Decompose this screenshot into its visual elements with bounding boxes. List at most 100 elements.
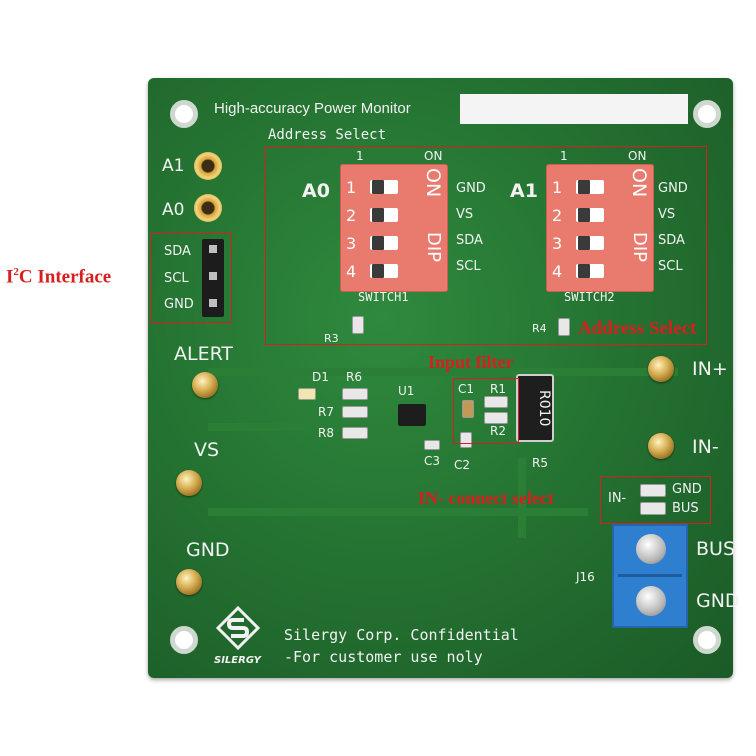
pad-label-a0: A0 [162, 200, 185, 220]
jumper-bus-pad[interactable] [640, 502, 666, 515]
footer-line2: -For customer use noly [284, 648, 483, 666]
pad-label-a1: A1 [162, 156, 185, 176]
capacitor-c1 [462, 400, 474, 418]
dip2-num-2: 2 [552, 206, 563, 225]
dip2-num-1: 1 [552, 178, 563, 197]
test-point-in-minus[interactable] [648, 433, 674, 459]
dip2-toggle-3[interactable] [576, 236, 604, 250]
terminal-divider [618, 574, 682, 577]
screw-icon[interactable] [636, 534, 666, 564]
dip-switch-2[interactable]: 1 2 3 4 ON DIP [546, 164, 654, 292]
resistor-r1 [484, 396, 508, 408]
dip1-pin-vs: VS [456, 207, 474, 222]
r5-marking: R010 [536, 390, 552, 427]
dip2-toggle-4[interactable] [576, 264, 604, 278]
dip-knob [578, 236, 590, 250]
pcb-board: High-accuracy Power Monitor Address Sele… [148, 78, 740, 678]
alert-label: ALERT [174, 343, 234, 365]
annotation-in-connect-select: IN- connect select [418, 488, 554, 508]
pad-a0[interactable] [194, 194, 222, 222]
i2c-prefix: I [6, 266, 14, 288]
dip1-num-3: 3 [346, 234, 357, 253]
dip2-toggle-2[interactable] [576, 208, 604, 222]
in-plus-label: IN+ [692, 358, 728, 380]
label-c2: C2 [454, 458, 471, 472]
annotation-box-input-filter [453, 378, 519, 444]
test-point-in-plus[interactable] [648, 356, 674, 382]
label-r2: R2 [490, 424, 506, 438]
dip1-top-on: ON [424, 149, 443, 163]
label-c3: C3 [424, 454, 441, 468]
annotation-box-i2c [150, 233, 232, 323]
footer-line1: Silergy Corp. Confidential [284, 626, 519, 644]
pad-a1[interactable] [194, 152, 222, 180]
label-r8: R8 [318, 426, 334, 440]
pin-header[interactable] [202, 239, 224, 317]
logo-text: SILERGY [214, 655, 261, 666]
test-point-alert[interactable] [192, 372, 218, 398]
label-d1: D1 [312, 370, 329, 384]
silergy-logo [215, 605, 261, 651]
dip-knob [372, 264, 384, 278]
dip2-pin-vs: VS [658, 207, 676, 222]
terminal-block-j16[interactable] [612, 524, 688, 628]
dip2-top-on: ON [628, 149, 647, 163]
vs-label: VS [194, 439, 220, 461]
header-pin [209, 299, 217, 307]
dip1-toggle-1[interactable] [370, 180, 398, 194]
terminal-bus-label: BUS [696, 538, 736, 560]
dip-knob [578, 208, 590, 222]
dip1-top-1: 1 [356, 149, 364, 163]
jumper-gnd-pad[interactable] [640, 484, 666, 497]
shunt-resistor-r5: R010 [516, 374, 554, 442]
dip2-pin-sda: SDA [658, 233, 685, 248]
header-label-scl: SCL [164, 271, 189, 286]
dip1-toggle-3[interactable] [370, 236, 398, 250]
trace [208, 508, 588, 516]
test-point-vs[interactable] [176, 470, 202, 496]
screw-icon[interactable] [636, 586, 666, 616]
resistor-r2 [484, 412, 508, 424]
resistor-r6 [342, 388, 368, 400]
mounting-hole-top-right [693, 100, 721, 128]
dip2-num-3: 3 [552, 234, 563, 253]
capacitor-c3 [424, 440, 440, 450]
mounting-hole-top-left [170, 100, 198, 128]
label-r3: R3 [324, 332, 339, 345]
dip-knob [372, 180, 384, 194]
label-r5: R5 [532, 456, 548, 470]
dip1-pin-scl: SCL [456, 259, 481, 274]
dip2-num-4: 4 [552, 262, 563, 281]
dip2-top-1: 1 [560, 149, 568, 163]
dip-switch-1[interactable]: 1 2 3 4 ON DIP [340, 164, 448, 292]
resistor-r3 [352, 316, 364, 334]
dip-knob [578, 264, 590, 278]
i2c-sup: 2 [13, 266, 19, 278]
resistor-r8 [342, 427, 368, 439]
dip1-toggle-2[interactable] [370, 208, 398, 222]
jumper-gnd-label: GND [672, 482, 702, 497]
gnd-label: GND [186, 539, 230, 561]
switch2-label: SWITCH2 [564, 290, 615, 304]
dip1-num-1: 1 [346, 178, 357, 197]
mounting-hole-bottom-right [693, 626, 721, 654]
dip1-toggle-4[interactable] [370, 264, 398, 278]
dip2-toggle-1[interactable] [576, 180, 604, 194]
label-r4: R4 [532, 322, 547, 335]
dip1-pin-gnd: GND [456, 181, 486, 196]
in-minus-label: IN- [692, 436, 719, 458]
annotation-box-address-select [265, 146, 707, 345]
dip2-pin-gnd: GND [658, 181, 688, 196]
annotation-input-filter: Input filter [428, 352, 514, 372]
capacitor-c2 [460, 432, 472, 448]
jumper-in-label: IN- [608, 491, 627, 506]
trace [208, 368, 678, 376]
terminal-gnd-label: GND [696, 590, 740, 612]
header-pin [209, 245, 217, 253]
annotation-address-select: Address Select [578, 318, 697, 339]
label-r6: R6 [346, 370, 362, 384]
label-r1: R1 [490, 382, 506, 396]
i2c-rest: C Interface [18, 266, 112, 288]
test-point-gnd[interactable] [176, 569, 202, 595]
switch1-label: SWITCH1 [358, 290, 409, 304]
